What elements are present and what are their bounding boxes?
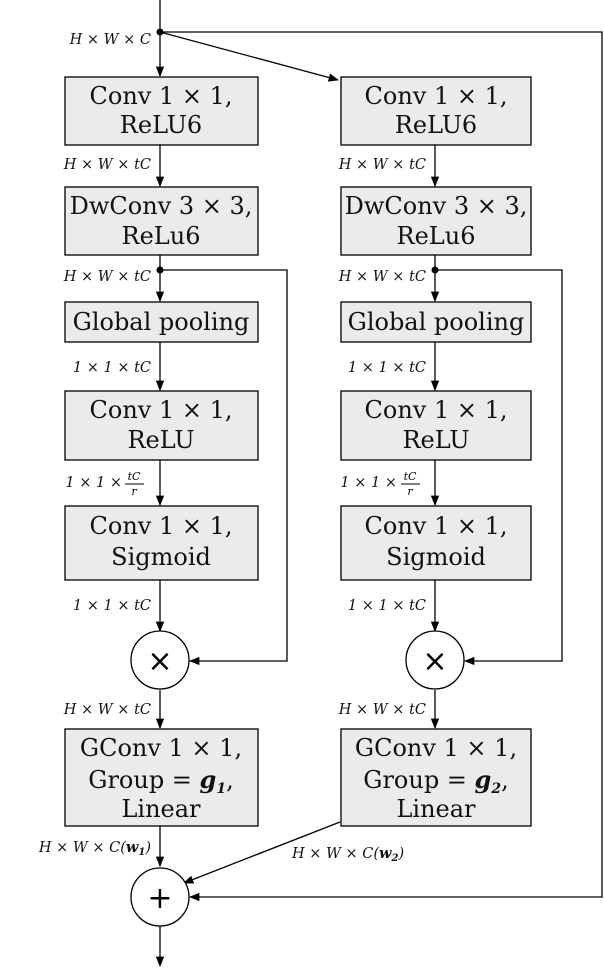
left-gconv-line3: Linear (121, 795, 201, 823)
left-conv3-box: Conv 1 × 1, Sigmoid (64, 505, 259, 581)
left-dim-after-conv2-prefix: 1 × 1 × (65, 475, 122, 491)
left-conv1-line1: Conv 1 × 1, (90, 82, 233, 110)
right-gconv-line2: Group = g2, (363, 765, 508, 797)
add-op: + (130, 867, 190, 927)
edge-right-residual-mul (435, 269, 563, 666)
right-pool-box: Global pooling (340, 301, 532, 343)
left-conv1-box: Conv 1 × 1, ReLU6 (64, 76, 259, 146)
right-conv1-line2: ReLU6 (395, 111, 477, 139)
right-dim-after-conv1: H × W × tC (338, 157, 426, 173)
left-dim-after-pool: 1 × 1 × tC (73, 360, 151, 376)
right-dim-after-conv2: 1 × 1 × tC r (340, 470, 420, 498)
right-dim-after-dw: H × W × tC (338, 269, 426, 285)
left-dwconv-box: DwConv 3 × 3, ReLu6 (64, 186, 259, 256)
left-dim-after-dw: H × W × tC (63, 269, 151, 285)
left-conv2-line2: ReLU (127, 426, 194, 454)
left-dim-after-conv1: H × W × tC (63, 157, 151, 173)
left-gconv-line1: GConv 1 × 1, (80, 734, 242, 762)
left-conv2-line1: Conv 1 × 1, (90, 396, 233, 424)
right-conv1-box: Conv 1 × 1, ReLU6 (340, 76, 532, 146)
right-dwconv-line1: DwConv 3 × 3, (345, 192, 528, 220)
left-frac-numerator: tC (128, 470, 141, 483)
right-conv3-line1: Conv 1 × 1, (365, 512, 508, 540)
left-dim-after-mul: H × W × tC (63, 702, 151, 718)
right-multiply-symbol: × (422, 644, 447, 679)
right-conv2-box: Conv 1 × 1, ReLU (340, 390, 532, 461)
right-dim-after-conv2-prefix: 1 × 1 × (340, 475, 397, 491)
left-dim-after-conv3: 1 × 1 × tC (73, 598, 151, 614)
left-conv3-line1: Conv 1 × 1, (90, 512, 233, 540)
right-dwconv-box: DwConv 3 × 3, ReLu6 (340, 186, 532, 256)
left-gconv-box: GConv 1 × 1, Group = g1, Linear (64, 728, 259, 827)
right-dim-after-conv3: 1 × 1 × tC (348, 598, 426, 614)
right-pool-label: Global pooling (348, 308, 525, 336)
edge-right-gconv-add (183, 821, 341, 884)
right-multiply-op: × (405, 630, 465, 690)
right-conv3-box: Conv 1 × 1, Sigmoid (340, 505, 532, 581)
left-pool-label: Global pooling (73, 308, 250, 336)
right-dim-after-mul: H × W × tC (338, 702, 426, 718)
input-dim-label: H × W × C (69, 32, 151, 48)
right-dim-after-pool: 1 × 1 × tC (348, 360, 426, 376)
right-frac-denominator: r (407, 485, 413, 498)
left-conv1-line2: ReLU6 (120, 111, 202, 139)
left-dim-after-conv2: 1 × 1 × tC r (65, 470, 144, 498)
left-dwconv-line1: DwConv 3 × 3, (70, 192, 253, 220)
add-symbol: + (147, 881, 172, 916)
edge-skip-connection (160, 31, 603, 902)
left-dwconv-line2: ReLu6 (122, 222, 201, 250)
right-conv1-line1: Conv 1 × 1, (365, 82, 508, 110)
left-dim-output: H × W × C(w1) (38, 839, 151, 858)
right-gconv-line3: Linear (396, 795, 476, 823)
right-dim-output: H × W × C(w2) (291, 845, 404, 864)
right-gconv-box: GConv 1 × 1, Group = g2, Linear (340, 728, 532, 827)
left-multiply-op: × (130, 630, 190, 690)
left-gconv-line2: Group = g1, (88, 765, 233, 797)
right-dwconv-line2: ReLu6 (397, 222, 476, 250)
right-frac-numerator: tC (404, 470, 417, 483)
right-conv2-line1: Conv 1 × 1, (365, 396, 508, 424)
edge-input-right-conv1 (159, 31, 340, 82)
left-conv2-box: Conv 1 × 1, ReLU (64, 390, 259, 461)
left-conv3-line2: Sigmoid (111, 543, 211, 571)
left-multiply-symbol: × (147, 644, 172, 679)
edge-left-residual-mul (160, 269, 288, 666)
left-frac-denominator: r (131, 485, 137, 498)
right-gconv-line1: GConv 1 × 1, (355, 734, 517, 762)
right-conv3-line2: Sigmoid (386, 543, 486, 571)
left-pool-box: Global pooling (64, 301, 259, 343)
right-conv2-line2: ReLU (402, 426, 469, 454)
